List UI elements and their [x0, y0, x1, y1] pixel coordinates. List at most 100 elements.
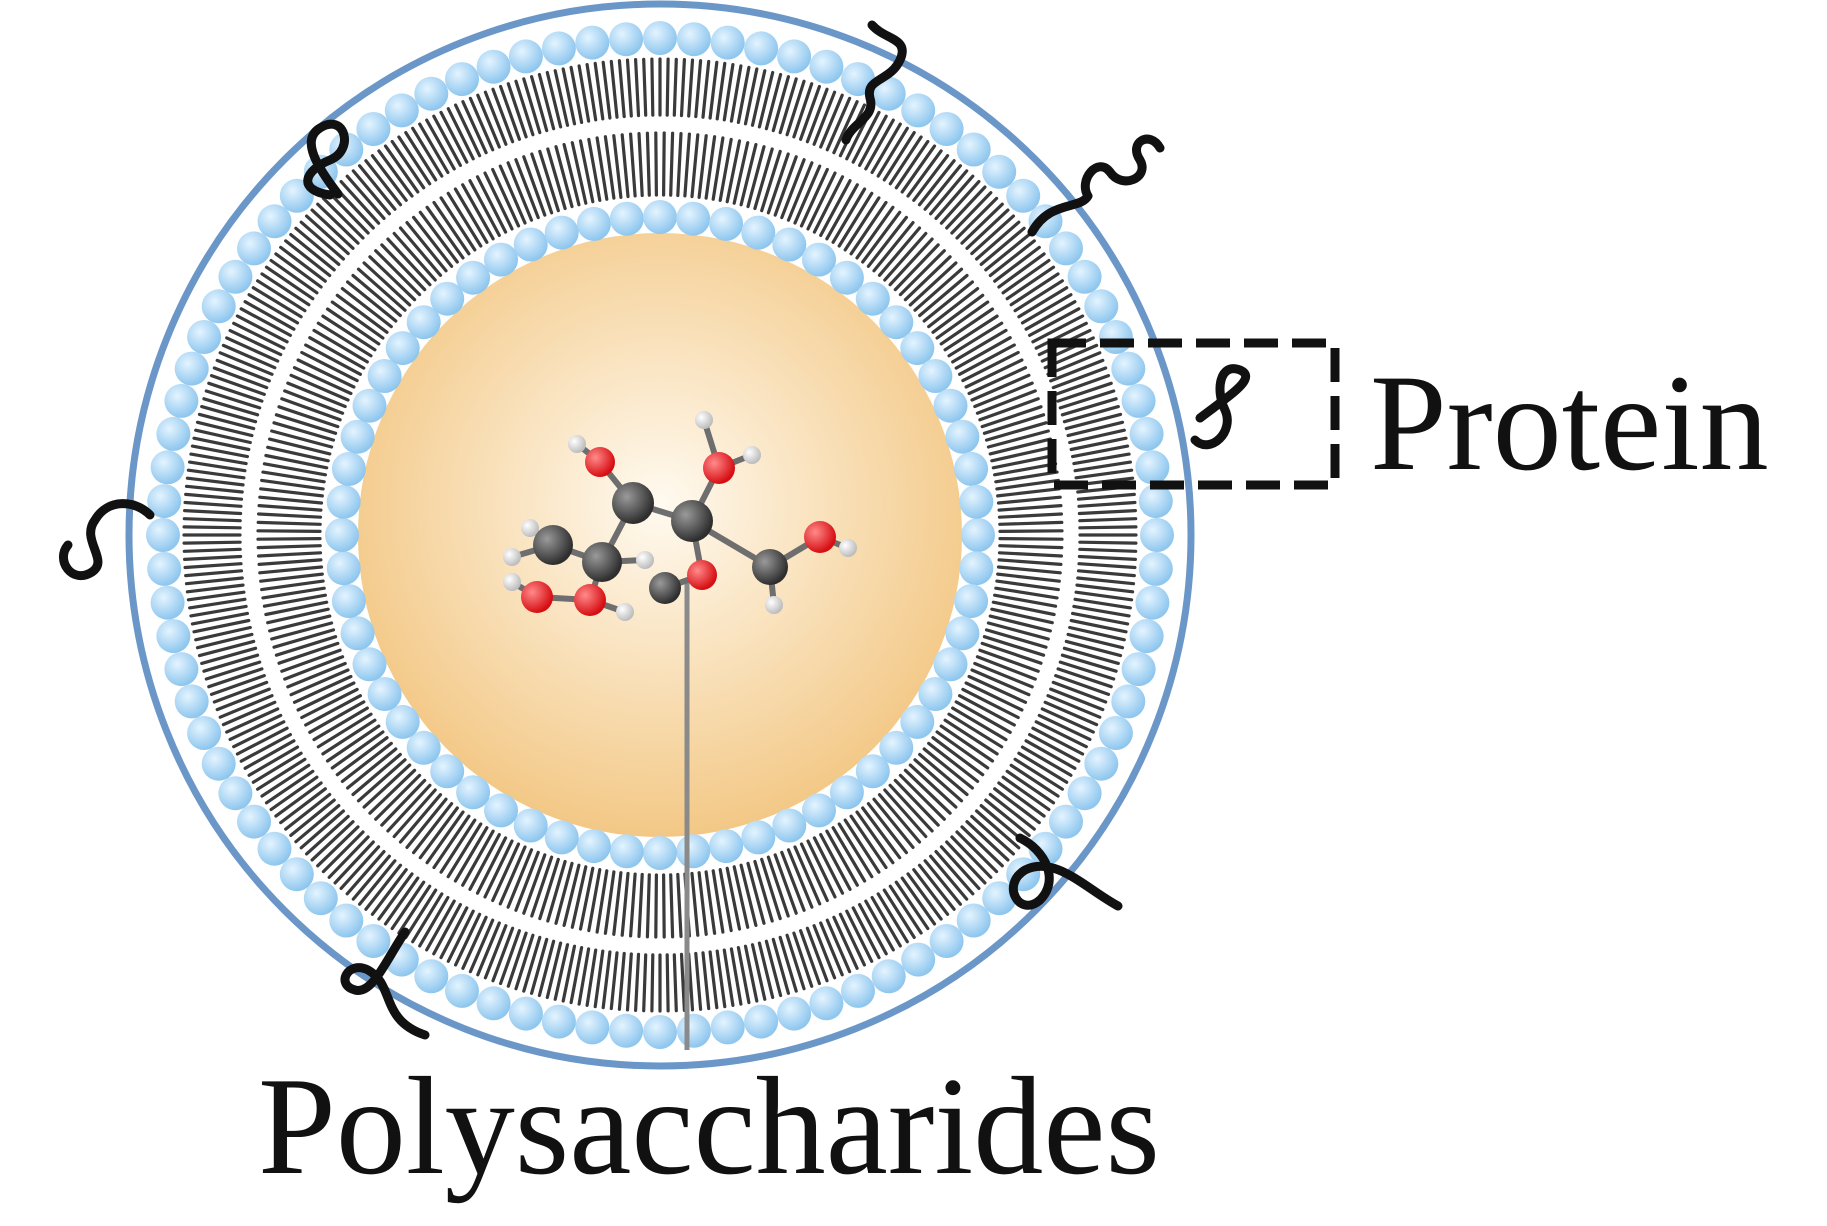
- lipid-tail: [1027, 732, 1081, 763]
- lipid-head-icon: [643, 1015, 677, 1049]
- lipid-tail: [346, 747, 398, 790]
- lipid-tail: [935, 300, 990, 340]
- lipid-tail: [461, 100, 488, 155]
- lipid-tail: [819, 179, 852, 237]
- lipid-tail: [986, 429, 1050, 449]
- lipid-tail: [718, 867, 733, 933]
- lipid-tail: [308, 336, 366, 370]
- lipid-tail: [185, 583, 245, 594]
- lipid-head-icon: [445, 973, 479, 1008]
- lipid-tail: [893, 243, 940, 292]
- lipid-tail: [954, 336, 1012, 370]
- lipid-tail: [1078, 525, 1138, 530]
- lipid-tail: [476, 93, 501, 149]
- lipid-tail: [1001, 775, 1051, 812]
- lipid-tail: [793, 845, 822, 906]
- lipid-tail: [625, 58, 633, 118]
- lipid-tail: [601, 950, 612, 1010]
- lipid-tail: [316, 712, 373, 749]
- lipid-head-icon: [508, 996, 543, 1031]
- lipid-tail: [650, 953, 655, 1013]
- lipid-tail: [961, 350, 1020, 383]
- aqueous-core: [358, 233, 962, 837]
- lipid-tail: [269, 258, 319, 295]
- lipid-tail: [261, 586, 326, 600]
- lipid-tail: [432, 814, 471, 870]
- outer-lipid-heads: [146, 21, 1174, 1049]
- lipid-tail: [984, 798, 1031, 838]
- lipid-tail: [771, 75, 791, 133]
- lipid-tail: [718, 137, 733, 202]
- lipid-head-icon: [257, 831, 292, 866]
- lipid-tail: [207, 667, 264, 689]
- lipid-tail: [945, 840, 987, 885]
- lipid-head-icon: [710, 1010, 745, 1045]
- lipid-tail: [1024, 300, 1077, 331]
- lipid-head-icon: [164, 652, 199, 687]
- lipid-tail: [786, 161, 814, 222]
- lipid-tail: [876, 126, 909, 178]
- lipid-tail: [454, 912, 482, 967]
- lipid-tail: [461, 183, 495, 241]
- lipid-tail: [411, 126, 444, 178]
- lipid-tail: [913, 267, 964, 312]
- lipid-tail: [645, 131, 651, 197]
- lipid-tail: [780, 158, 806, 220]
- lipid-tail: [258, 495, 324, 505]
- lipid-tail: [798, 84, 822, 141]
- lipid-tail: [182, 547, 242, 553]
- polysaccharides-label: Polysaccharides: [258, 1049, 1160, 1204]
- lipid-head-icon: [257, 204, 292, 239]
- lipid-tail: [996, 572, 1061, 583]
- lipid-tail: [405, 797, 448, 850]
- lipid-tail: [1046, 694, 1102, 719]
- lipid-tail: [530, 152, 554, 215]
- lipid-tail: [851, 110, 881, 164]
- lipid-tail: [272, 628, 336, 649]
- lipid-head-icon: [1111, 351, 1146, 386]
- lipid-head-icon: [147, 551, 182, 586]
- lipid-tail: [243, 739, 296, 770]
- lipid-head-icon: [710, 25, 745, 60]
- lipid-tail: [739, 863, 758, 928]
- lipid-tail: [218, 351, 274, 376]
- lipid-tail: [1056, 667, 1113, 689]
- lipid-tail: [538, 149, 560, 213]
- lipid-tail: [992, 462, 1058, 477]
- lipid-tail: [283, 655, 345, 681]
- lipid-tail: [335, 736, 389, 777]
- lipid-tail: [595, 136, 609, 201]
- lipid-tail: [221, 343, 277, 370]
- lipid-tail: [232, 321, 286, 350]
- lipid-tail: [785, 79, 806, 137]
- lipid-tail: [499, 84, 522, 141]
- lipid-tail: [812, 175, 845, 234]
- lipid-tail: [812, 924, 837, 980]
- lipid-tail: [274, 781, 323, 818]
- lipid-tail: [837, 191, 874, 248]
- lipid-tail: [562, 863, 581, 928]
- lipid-head-icon: [430, 281, 465, 316]
- lipid-tail: [351, 169, 391, 216]
- lipid-tail: [182, 525, 242, 530]
- lipid-tail: [585, 948, 598, 1008]
- lipid-tail: [882, 888, 916, 940]
- lipid-tail: [750, 943, 767, 1001]
- lipid-tail: [1070, 444, 1130, 459]
- lipid-tail: [825, 829, 859, 887]
- lipid-head-icon: [777, 996, 812, 1031]
- lipid-tail: [872, 797, 915, 850]
- lipid-tail: [1064, 639, 1123, 658]
- lipid-tail: [986, 621, 1050, 641]
- lipid-tail: [232, 720, 286, 749]
- lipid-tail: [934, 174, 975, 220]
- lipid-head-icon: [959, 484, 994, 519]
- lipid-tail: [362, 261, 412, 307]
- lipid-head-icon: [929, 112, 964, 146]
- lipid-tail: [446, 909, 475, 963]
- lipid-tail: [1058, 389, 1116, 410]
- lipid-head-icon: [802, 242, 836, 277]
- lipid-tail: [578, 139, 595, 204]
- lipid-head-icon: [218, 259, 253, 294]
